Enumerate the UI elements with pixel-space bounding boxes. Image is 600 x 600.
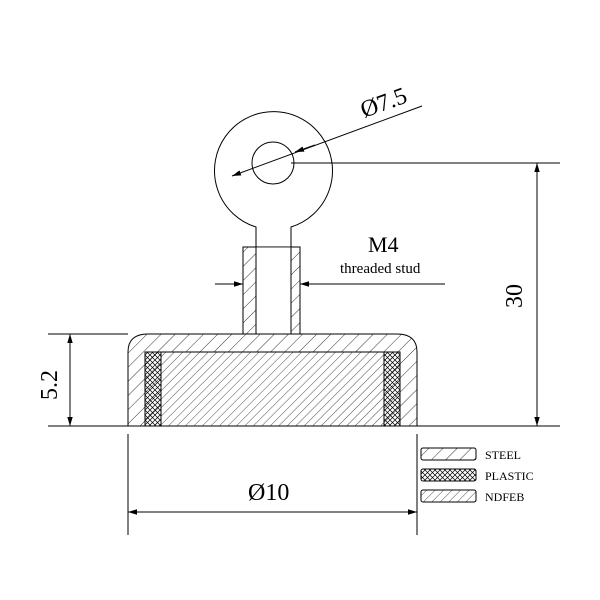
threaded-stud	[242, 246, 301, 335]
legend: STEEL PLASTIC NDFEB	[420, 447, 534, 504]
magnet-base	[127, 333, 418, 427]
base-diameter-label: Ø10	[248, 480, 289, 506]
stud-sublabel: threaded stud	[340, 261, 421, 277]
height-dimension: 30	[291, 162, 560, 426]
legend-item-plastic: PLASTIC	[420, 468, 534, 483]
height-label: 30	[502, 284, 528, 308]
legend-label-plastic: PLASTIC	[485, 469, 534, 483]
legend-label-steel: STEEL	[485, 448, 521, 462]
legend-item-steel: STEEL	[420, 447, 521, 462]
base-height-dimension: 5.2	[37, 333, 128, 426]
stud-dimension: M4 threaded stud	[215, 232, 445, 287]
legend-label-ndfeb: NDFEB	[485, 490, 524, 504]
base-height-label: 5.2	[37, 370, 63, 400]
eye-diameter-label: Ø7.5	[357, 83, 410, 124]
base-diameter-dimension: Ø10	[127, 434, 418, 535]
legend-item-ndfeb: NDFEB	[420, 489, 524, 504]
eye-ring	[214, 111, 333, 248]
stud-label: M4	[368, 232, 399, 257]
